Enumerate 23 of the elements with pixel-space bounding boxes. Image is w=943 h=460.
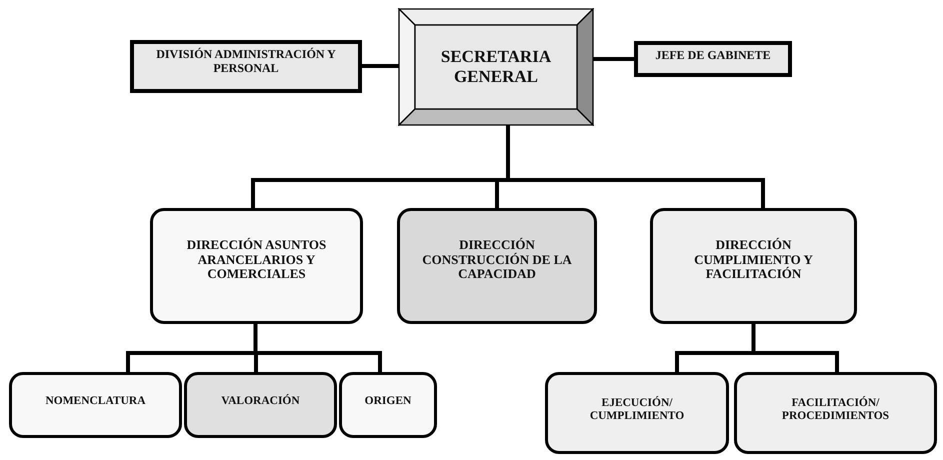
unit-box	[130, 40, 362, 93]
connector-line	[360, 64, 400, 68]
unit-label: DIRECCIÓN CUMPLIMIENTO Y FACILITACIÓN	[693, 238, 814, 282]
unit-label: EJECUCIÓN/ CUMPLIMIENTO	[588, 396, 686, 424]
rounded-box	[184, 372, 337, 438]
unit-label: NOMENCLATURA	[45, 395, 146, 409]
rounded-box	[545, 372, 729, 454]
rounded-box	[150, 208, 363, 324]
unit-box	[634, 41, 792, 77]
unit-label: SECRETARIA GENERAL	[440, 47, 552, 87]
unit-label: ORIGEN	[364, 395, 412, 409]
unit-label: VALORACIÓN	[221, 395, 300, 409]
unit-label: JEFE DE GABINETE	[655, 49, 771, 63]
rounded-box	[650, 208, 857, 324]
rounded-box	[734, 372, 937, 454]
rounded-box	[397, 208, 597, 324]
connector-line	[592, 57, 636, 61]
unit-label: DIVISIÓN ADMINISTRACIÓN Y PERSONAL	[155, 48, 337, 76]
unit-label: DIRECCIÓN CONSTRUCCIÓN DE LA CAPACIDAD	[421, 238, 573, 282]
unit-label: FACILITACIÓN/ PROCEDIMIENTOS	[780, 396, 890, 424]
rounded-box	[9, 372, 182, 438]
rounded-box	[339, 372, 437, 438]
unit-label: DIRECCIÓN ASUNTOS ARANCELARIOS Y COMERCIALES	[186, 238, 328, 282]
